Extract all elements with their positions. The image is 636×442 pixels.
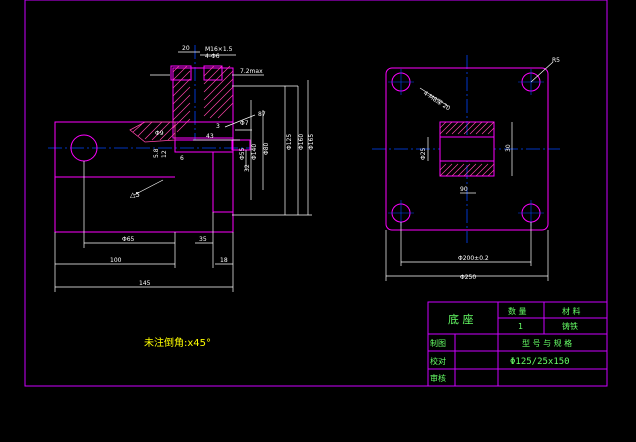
dim-phi200: Φ200±0.2 [458, 255, 489, 262]
model-label: 型 号 与 规 格 [522, 338, 572, 348]
flange-plate [385, 67, 549, 231]
qty-value: 1 [518, 322, 523, 331]
dim-phi160: Φ160 [298, 134, 305, 150]
dim-30: 30 [505, 144, 512, 152]
dim-20: 20 [182, 45, 190, 52]
checked-by-label: 校对 [430, 356, 446, 366]
dim-18: 18 [220, 257, 228, 264]
drawn-by-label: 制图 [430, 338, 446, 348]
dim-35: 35 [199, 236, 207, 243]
dim-4-hole: 4-Φ6 [205, 53, 220, 60]
dim-phi65: Φ65 [122, 236, 135, 243]
drawing-frame [24, 0, 608, 387]
dim-phi7: Φ7 [240, 120, 249, 127]
dim-phi250: Φ250 [460, 274, 476, 281]
right-top-view: Φ200±0.2 Φ250 90 R5 4-M8深 20 Φ25 30 [372, 55, 560, 281]
dim-145: 145 [139, 280, 151, 287]
left-section-view: 20 M16×1.5 4-Φ6 7.2max 43 3 Φ7 87 100 14… [48, 45, 315, 292]
dim-12: 12 [161, 150, 168, 158]
chamfer-note: 未注倒角:x45° [144, 336, 211, 349]
dim-phi80: Φ80 [263, 142, 270, 155]
hole-note: 4-M8深 20 [422, 89, 452, 112]
dim-6: 6 [180, 155, 184, 162]
dim-phi25: Φ25 [420, 147, 427, 160]
center-hatch [439, 121, 495, 177]
dim-r5: R5 [552, 57, 560, 64]
dim-3: 3 [216, 123, 220, 130]
material-value: 铸铁 [562, 321, 578, 331]
dim-phi55: Φ55 [239, 147, 246, 160]
dim-32: 32 [244, 164, 251, 172]
dim-phi125: Φ125 [286, 134, 293, 150]
model-value: Φ125/25x150 [510, 357, 570, 367]
dim-43: 43 [206, 133, 214, 140]
dim-phi165: Φ165 [308, 134, 315, 150]
dim-m16: M16×1.5 [205, 46, 233, 53]
approved-by-label: 审核 [430, 373, 446, 383]
section-hatch [172, 65, 234, 133]
dim-phi140: Φ140 [251, 144, 258, 160]
qty-label: 数 量 [508, 306, 527, 316]
material-label: 材 料 [562, 306, 581, 316]
title-block: 底 座 数 量 1 材 料 铸铁 制图 校对 审核 型 号 与 规 格 Φ125… [427, 301, 608, 387]
dim-5-8: 5.8 [153, 148, 160, 158]
dim-90: 90 [460, 186, 468, 193]
dim-100: 100 [110, 257, 122, 264]
part-name: 底 座 [448, 312, 474, 326]
dim-max: 7.2max [240, 68, 263, 75]
dim-87: 87 [258, 111, 266, 118]
dim-phi9: Φ9 [155, 130, 164, 137]
surface-finish-mark: △5 [130, 191, 140, 199]
